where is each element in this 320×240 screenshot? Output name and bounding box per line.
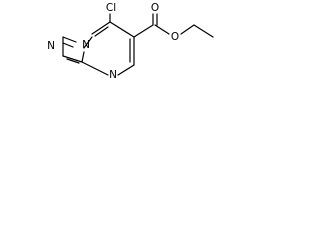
atom-label-ring-n-pyrimidine: N (109, 69, 117, 81)
bond-c7-c8 (62, 55, 83, 63)
bond-c4-n5-double (94, 26, 109, 37)
atom-label-ester-oxygen: O (171, 31, 179, 43)
atom-label-ring-n-fused: N (82, 39, 90, 51)
atom-label-carbonyl-oxygen: O (151, 2, 159, 14)
bond-c4-n5 (91, 21, 111, 35)
bond-n4-c5a (83, 36, 93, 49)
bond-c5-n6-double (62, 42, 74, 48)
bond-c8a-n1 (81, 61, 109, 76)
bond-c5-n6 (62, 36, 77, 43)
bond-oester-ch2 (180, 24, 195, 35)
bond-ch2-ch3 (193, 24, 214, 38)
bond-c8-n4 (81, 51, 85, 63)
molecule-structure-diagram: Cl O O N N N (47, 2, 214, 81)
bond-c3-c4 (109, 21, 135, 38)
bond-n1-c2 (117, 64, 135, 76)
bond-c7-c8-double (66, 58, 80, 64)
atom-label-chlorine: Cl (106, 2, 116, 14)
atom-label-ring-n-imidazole: N (47, 40, 55, 52)
bond-c3-carbonyl (133, 24, 154, 38)
bond-carbonyl-oester (154, 24, 170, 35)
